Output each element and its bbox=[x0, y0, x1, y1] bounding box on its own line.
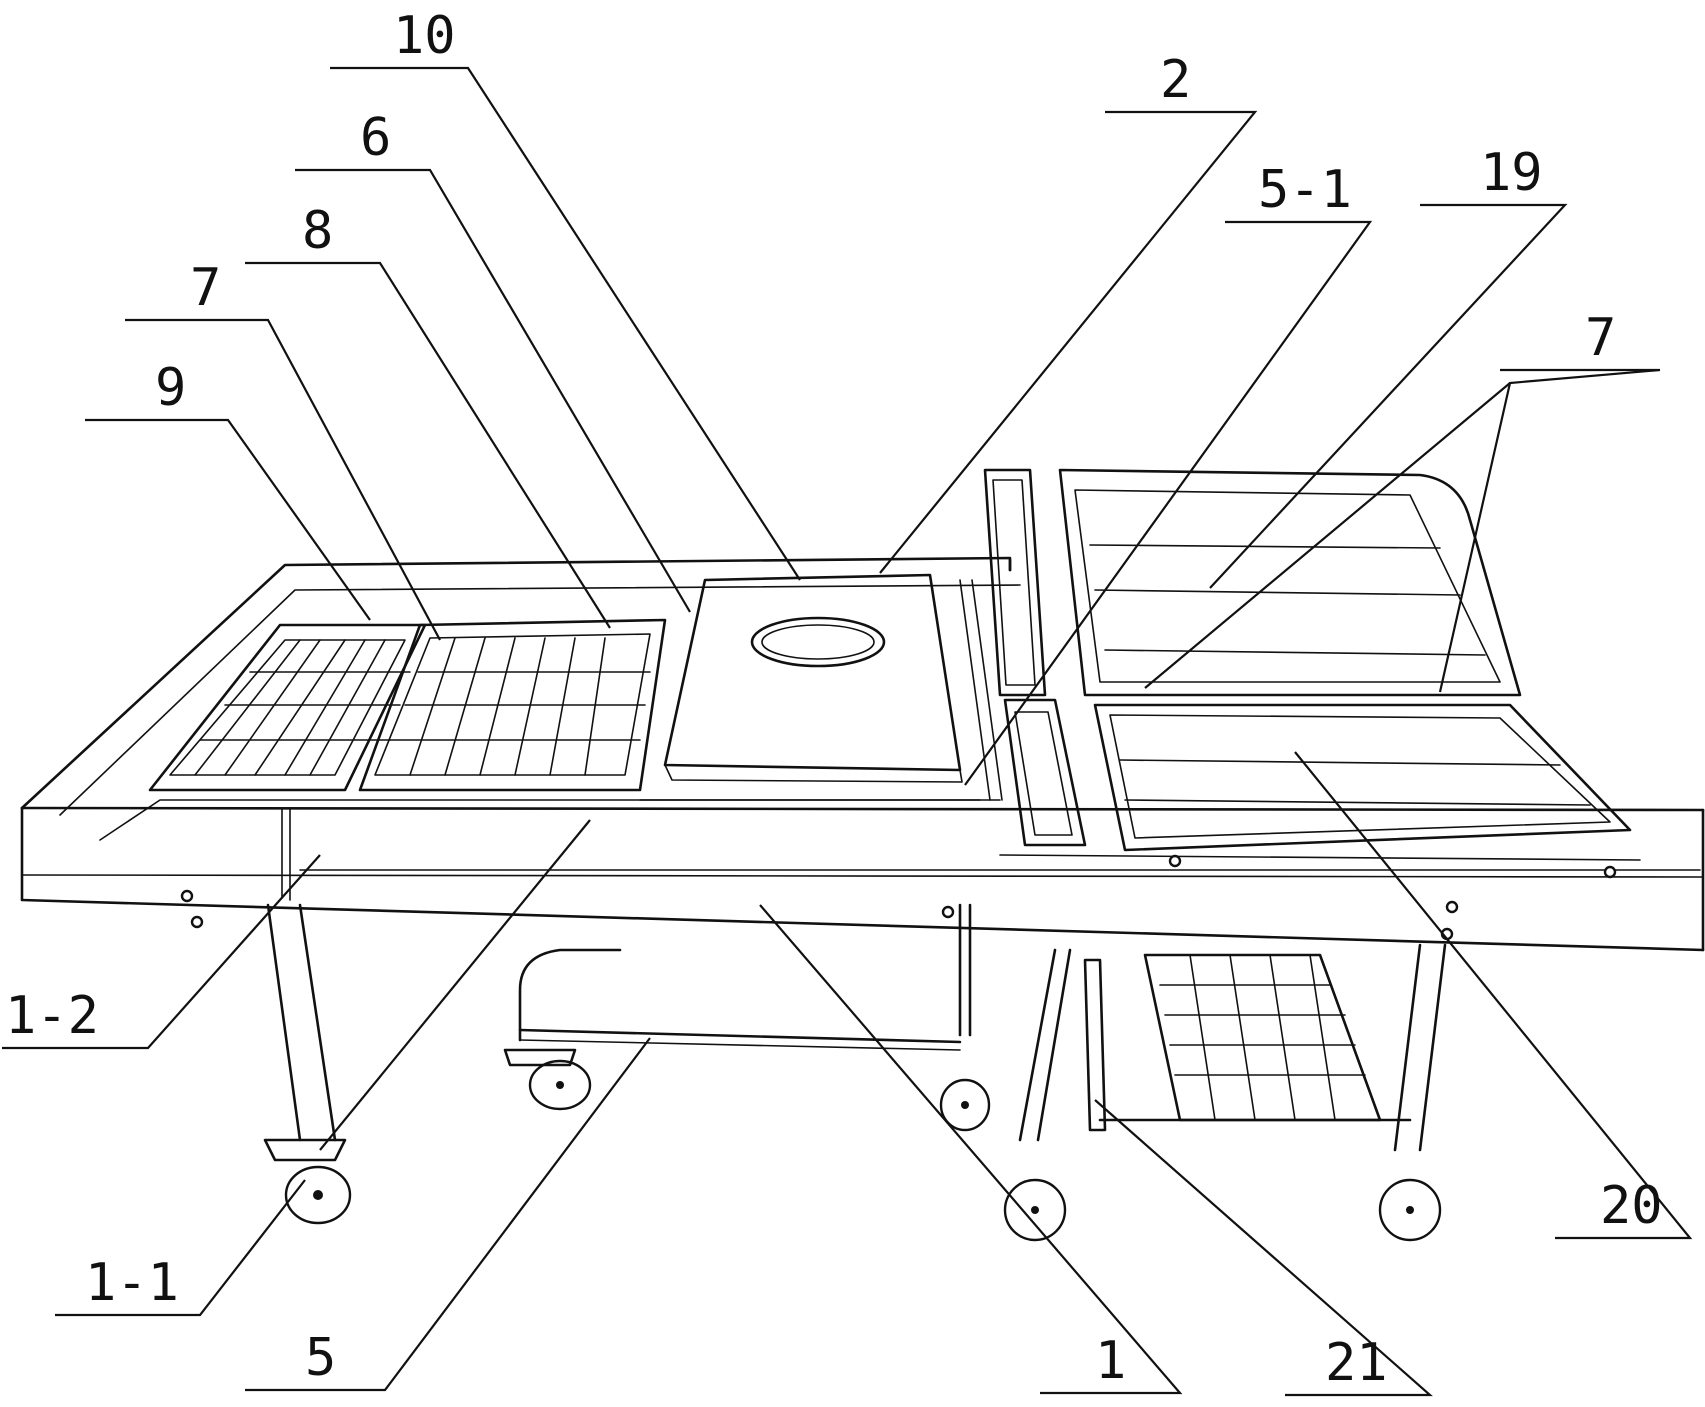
label-1-2: 1-2 bbox=[5, 986, 99, 1046]
label-20: 20 bbox=[1600, 1176, 1663, 1236]
side-rails bbox=[639, 579, 1003, 801]
label-19: 19 bbox=[1480, 143, 1543, 203]
label-2: 2 bbox=[1160, 50, 1191, 110]
label-1: 1 bbox=[1095, 1331, 1126, 1391]
label-7-right: 7 bbox=[1585, 308, 1616, 368]
label-21: 21 bbox=[1325, 1333, 1388, 1393]
label-5-1: 5-1 bbox=[1258, 160, 1352, 220]
label-7-left: 7 bbox=[190, 258, 221, 318]
legrest-20 bbox=[1093, 703, 1632, 852]
under-structure bbox=[518, 948, 1412, 1142]
caster-front-left bbox=[263, 1138, 352, 1225]
label-6: 6 bbox=[360, 108, 391, 168]
reference-labels: 10 2 6 5-1 19 8 7 7 9 1-2 20 1-1 5 1 21 bbox=[5, 6, 1663, 1393]
caster-back-mid bbox=[939, 1078, 991, 1132]
grid-panel-9 bbox=[148, 623, 427, 792]
caster-front-mid bbox=[1003, 1178, 1067, 1242]
label-9: 9 bbox=[155, 358, 186, 418]
casters bbox=[263, 1048, 1442, 1242]
caster-front-right bbox=[1378, 1178, 1442, 1242]
main-frame bbox=[20, 556, 1705, 952]
label-1-1: 1-1 bbox=[85, 1253, 179, 1313]
legs bbox=[266, 903, 1447, 1152]
backrest-19 bbox=[1058, 468, 1522, 697]
label-10: 10 bbox=[393, 6, 456, 66]
label-8: 8 bbox=[302, 201, 333, 261]
bed-assembly bbox=[20, 468, 1705, 1242]
upright-frame bbox=[983, 468, 1087, 847]
label-5: 5 bbox=[305, 1328, 336, 1388]
caster-back-left bbox=[503, 1048, 592, 1111]
lower-basket bbox=[1143, 953, 1382, 1122]
cushion-10 bbox=[663, 573, 963, 783]
grid-panel-8 bbox=[358, 618, 667, 792]
leader-lines bbox=[2, 66, 1693, 1397]
